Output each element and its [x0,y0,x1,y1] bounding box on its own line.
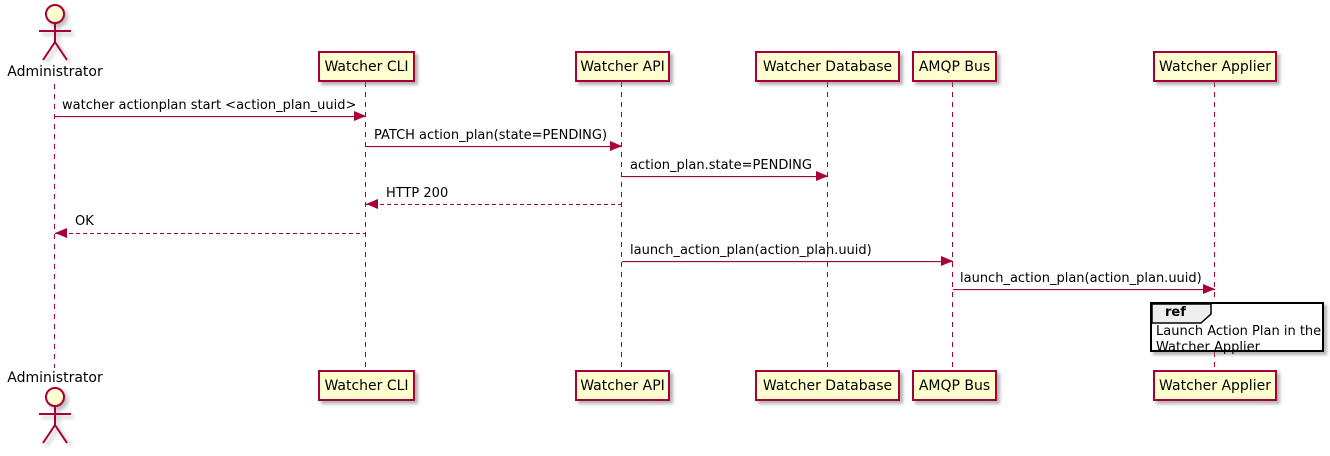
actor-administrator-icon-bottom [39,387,71,444]
message-2-label: PATCH action_plan(state=PENDING) [374,128,608,143]
participant-label: Watcher API [580,377,665,394]
message-5-line [55,233,366,234]
message-6-arrowhead-icon [941,256,953,266]
lifeline-amqp-bus [952,82,953,370]
message-7-label: launch_action_plan(action_plan.uuid) [960,271,1202,286]
message-3-arrowhead-icon [816,171,828,181]
actor-administrator-label: Administrator [7,64,103,80]
ref-body-line1: Launch Action Plan in the [1156,324,1322,339]
lifeline-watcher-api [621,82,622,370]
participant-top-watcher-database: Watcher Database [755,51,900,82]
message-3-label: action_plan.state=PENDING [630,158,812,173]
participant-label: Watcher CLI [324,377,409,394]
participant-bottom-watcher-cli: Watcher CLI [318,370,415,401]
ref-keyword: ref [1165,305,1186,320]
participant-bottom-amqp-bus: AMQP Bus [912,370,997,401]
participant-label: AMQP Bus [918,377,991,394]
message-7-arrowhead-icon [1203,284,1215,294]
participant-label: Watcher API [580,58,665,75]
message-3-line [622,176,828,177]
participant-label: Watcher Database [762,377,893,394]
message-2-arrowhead-icon [610,141,622,151]
participant-bottom-watcher-api: Watcher API [575,370,670,401]
participant-top-watcher-cli: Watcher CLI [318,51,415,82]
actor-administrator-icon [39,4,71,61]
message-6-label: launch_action_plan(action_plan.uuid) [630,243,872,258]
lifeline-watcher-cli [365,82,366,370]
message-4-label: HTTP 200 [386,186,449,201]
message-1-line [55,116,366,117]
message-4-arrowhead-icon [366,199,378,209]
participant-label: Watcher Database [762,58,893,75]
participant-top-watcher-applier: Watcher Applier [1153,51,1277,82]
participant-bottom-watcher-applier: Watcher Applier [1153,370,1277,401]
message-5-arrowhead-icon [55,228,67,238]
message-7-line [953,289,1215,290]
lifeline-watcher-applier [1214,82,1215,370]
participant-bottom-watcher-database: Watcher Database [755,370,900,401]
participant-label: Watcher CLI [324,58,409,75]
message-2-line [366,146,622,147]
ref-fragment: ref Launch Action Plan in the Watcher Ap… [1150,302,1324,355]
message-1-arrowhead-icon [354,111,366,121]
participant-label: Watcher Applier [1159,377,1271,394]
message-6-line [622,261,953,262]
participant-top-watcher-api: Watcher API [575,51,670,82]
participant-label: AMQP Bus [918,58,991,75]
lifeline-watcher-database [827,82,828,370]
message-5-label: OK [75,214,94,229]
participant-label: Watcher Applier [1159,58,1271,75]
participant-top-amqp-bus: AMQP Bus [912,51,997,82]
ref-body-line2: Watcher Applier [1156,340,1260,355]
message-4-line [366,204,622,205]
ref-tab-shape [1151,303,1212,324]
message-1-label: watcher actionplan start <action_plan_uu… [62,98,357,113]
actor-administrator-label-bottom: Administrator [7,370,103,386]
lifeline-administrator [54,84,55,368]
ref-body-text: Launch Action Plan in the Watcher Applie… [1156,324,1321,356]
